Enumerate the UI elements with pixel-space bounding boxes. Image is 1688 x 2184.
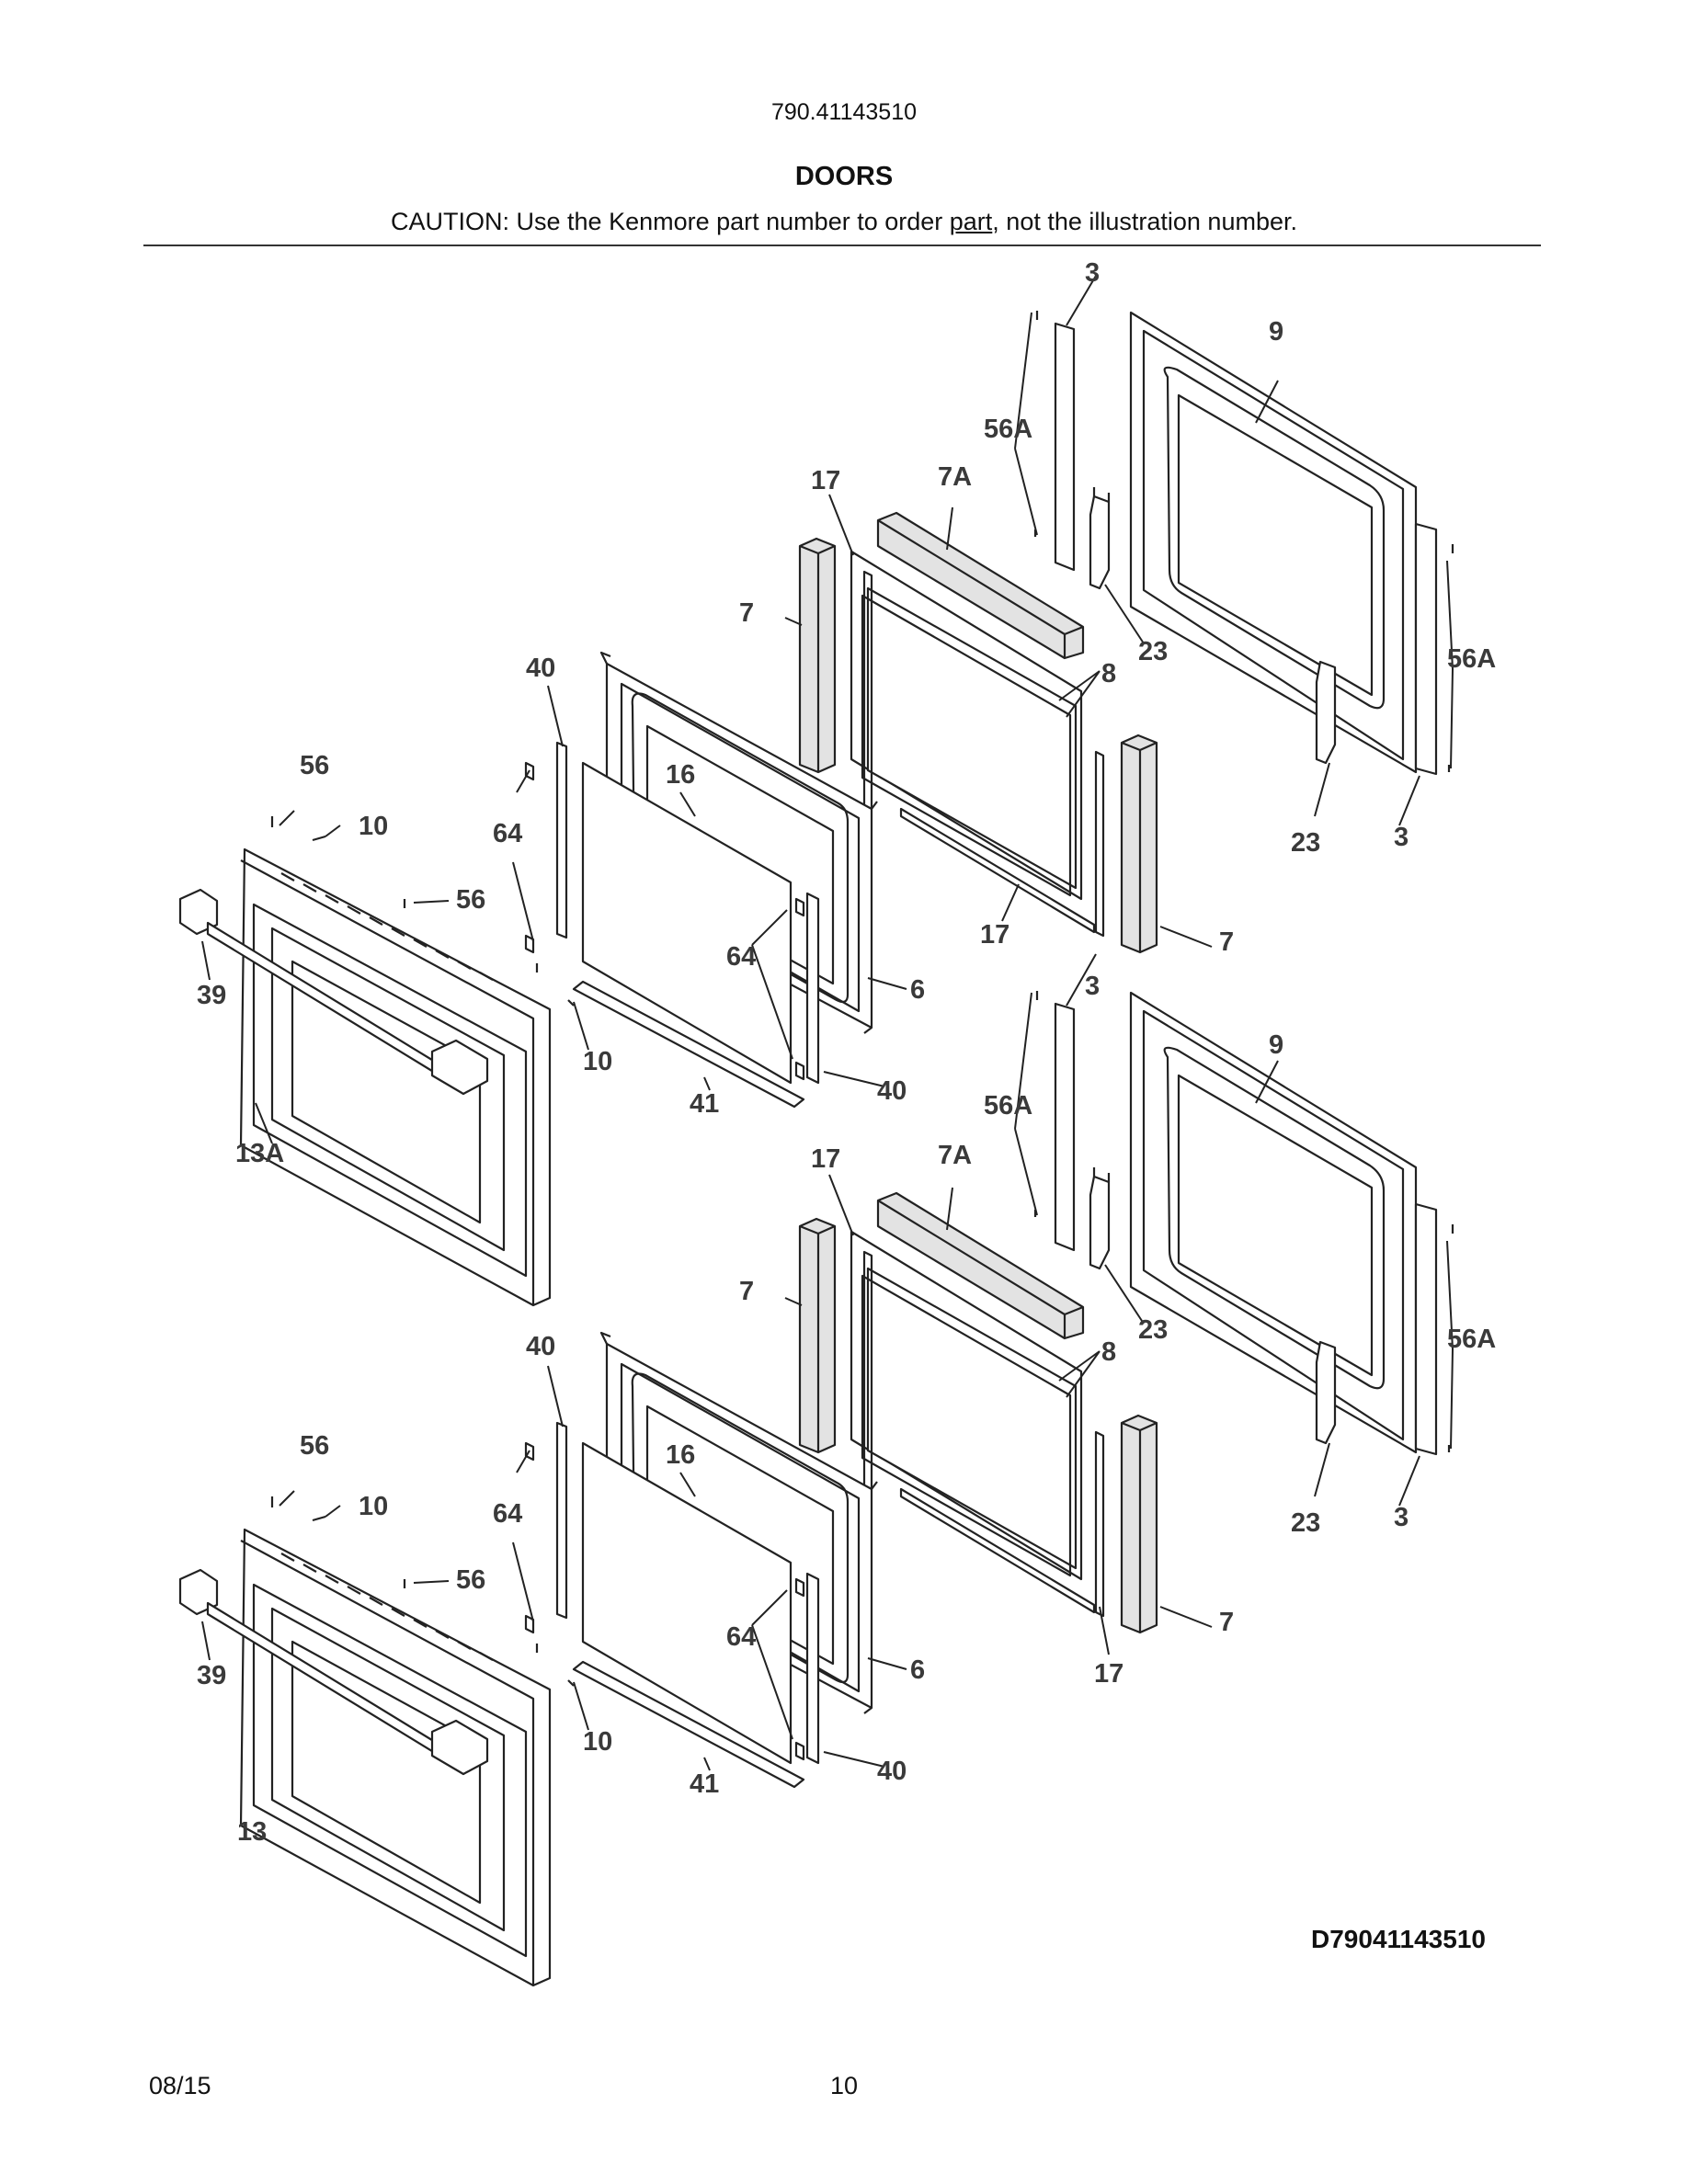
callout-56a-right: 56A: [1447, 1325, 1496, 1354]
callout-64: 64: [493, 819, 522, 848]
callout-7-right: 7: [1219, 927, 1234, 957]
caution-note: CAUTION: Use the Kenmore part number to …: [0, 208, 1688, 236]
callout-7: 7: [739, 598, 754, 628]
page-number: 10: [829, 2072, 859, 2099]
callout-17: 17: [811, 466, 840, 495]
callout-23-lower: 23: [1291, 1508, 1320, 1538]
callout-10-lower: 10: [583, 1047, 612, 1076]
callout-9: 9: [1269, 317, 1283, 347]
callout-40: 40: [526, 654, 555, 683]
callout-10: 10: [359, 812, 388, 841]
callout-23-lower: 23: [1291, 828, 1320, 858]
callout-8: 8: [1101, 1337, 1116, 1367]
callout-56a: 56A: [984, 415, 1032, 444]
callout-3-right: 3: [1394, 823, 1409, 852]
callout-56a-right: 56A: [1447, 644, 1496, 674]
callout-40-lower: 40: [877, 1757, 907, 1786]
callout-41: 41: [690, 1089, 719, 1119]
caution-text-start: CAUTION: Use the Kenmore part number to …: [391, 208, 950, 235]
callout-16: 16: [666, 1440, 695, 1470]
upper-callouts: 3 9 56A 17 7A 7 23 8 56A 3 23 40 56 16 1…: [197, 258, 1496, 1168]
callout-3-right: 3: [1394, 1503, 1409, 1532]
caution-text-end: , not the illustration number.: [992, 208, 1297, 235]
callout-40: 40: [526, 1332, 555, 1361]
callout-13a: 13A: [235, 1139, 284, 1168]
callout-7a: 7A: [938, 1141, 972, 1170]
model-number: 790.41143510: [770, 99, 918, 125]
callout-23: 23: [1138, 637, 1168, 666]
callout-6: 6: [910, 1655, 925, 1685]
callout-40-lower: 40: [877, 1076, 907, 1106]
callout-16: 16: [666, 760, 695, 790]
leader-lines: [201, 275, 1454, 1771]
callout-64-inner: 64: [726, 1622, 756, 1652]
callout-17-lower: 17: [980, 920, 1009, 950]
callout-64: 64: [493, 1499, 522, 1529]
callout-10-lower: 10: [583, 1727, 612, 1757]
drawing-number: D79041143510: [1311, 1925, 1486, 1953]
callout-10: 10: [359, 1492, 388, 1521]
section-title: DOORS: [794, 162, 894, 191]
callout-9: 9: [1269, 1030, 1283, 1060]
callout-39: 39: [197, 981, 226, 1010]
callout-39: 39: [197, 1661, 226, 1690]
callout-64-inner: 64: [726, 942, 756, 972]
callout-56-lower: 56: [456, 1565, 485, 1595]
callout-17-lower: 17: [1094, 1659, 1123, 1689]
callout-56: 56: [300, 1431, 329, 1461]
footer-date: 08/15: [149, 2072, 211, 2099]
callout-56: 56: [300, 751, 329, 780]
callout-23: 23: [1138, 1315, 1168, 1345]
callout-41: 41: [690, 1769, 719, 1799]
callout-6: 6: [910, 975, 925, 1005]
callout-7: 7: [739, 1277, 754, 1306]
callout-3: 3: [1085, 972, 1100, 1001]
header-divider: [143, 245, 1541, 246]
callout-7-right: 7: [1219, 1608, 1234, 1637]
callout-17: 17: [811, 1144, 840, 1174]
callout-56-lower: 56: [456, 885, 485, 915]
callout-8: 8: [1101, 659, 1116, 688]
callout-56a: 56A: [984, 1091, 1032, 1120]
caution-text-underlined: part: [949, 208, 993, 235]
callout-3: 3: [1085, 258, 1100, 288]
lower-callouts: 3 9 56A 17 7A 7 23 8 56A 3 23 40 56 16 1…: [197, 972, 1496, 1847]
callout-7a: 7A: [938, 462, 972, 492]
callout-13: 13: [237, 1817, 267, 1847]
